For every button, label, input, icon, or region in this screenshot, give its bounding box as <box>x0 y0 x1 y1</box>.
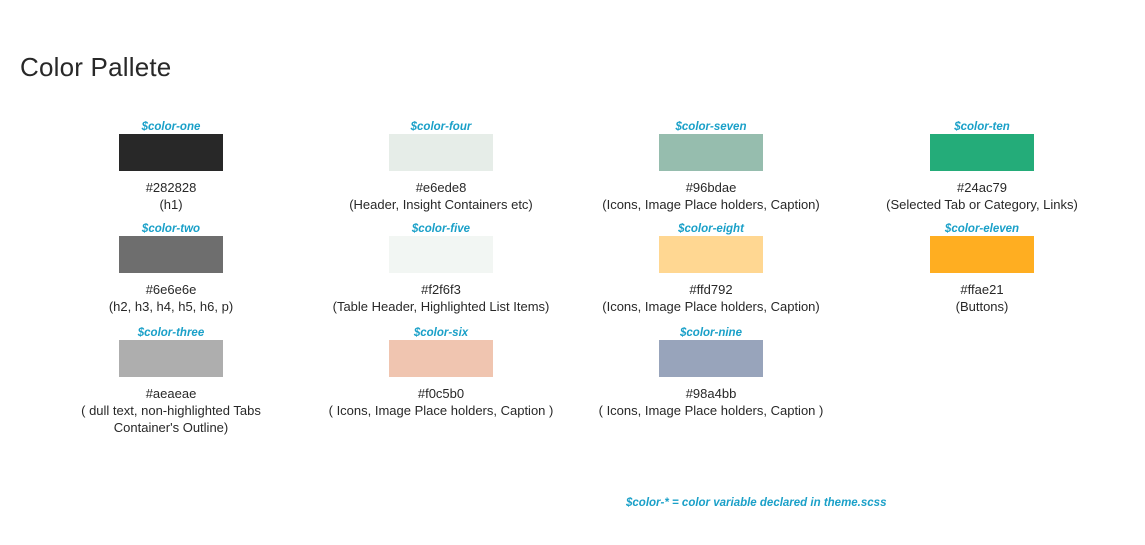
color-swatch <box>930 236 1034 273</box>
color-card-eleven: $color-eleven #ffae21 (Buttons) <box>867 222 1097 315</box>
color-usage: (Table Header, Highlighted List Items) <box>332 299 550 314</box>
color-hex: #ffd792 <box>689 282 733 297</box>
color-usage: (Icons, Image Place holders, Caption) <box>602 299 820 314</box>
color-usage: ( Icons, Image Place holders, Caption ) <box>328 403 554 418</box>
color-swatch <box>119 340 223 377</box>
color-variable-name: $color-five <box>411 223 471 235</box>
color-card-ten: $color-ten #24ac79 (Selected Tab or Cate… <box>867 120 1097 213</box>
color-swatch <box>389 236 493 273</box>
color-hex: #6e6e6e <box>145 282 197 297</box>
color-card-five: $color-five #f2f6f3 (Table Header, Highl… <box>326 222 556 315</box>
color-usage: (Selected Tab or Category, Links) <box>886 197 1078 212</box>
color-card-one: $color-one #282828 (h1) <box>56 120 286 213</box>
color-variable-name: $color-seven <box>675 121 747 133</box>
color-usage: ( dull text, non-highlighted Tabs Contai… <box>81 403 261 435</box>
color-hex: #98a4bb <box>685 386 737 401</box>
color-card-nine: $color-nine #98a4bb ( Icons, Image Place… <box>596 326 826 419</box>
color-usage: (Icons, Image Place holders, Caption) <box>602 197 820 212</box>
color-swatch <box>659 340 763 377</box>
color-hex: #24ac79 <box>957 180 1007 195</box>
color-variable-name: $color-ten <box>954 121 1010 133</box>
color-card-four: $color-four #e6ede8 (Header, Insight Con… <box>326 120 556 213</box>
color-hex: #e6ede8 <box>415 180 467 195</box>
color-swatch <box>659 134 763 171</box>
color-variable-name: $color-three <box>137 327 205 339</box>
color-variable-name: $color-four <box>410 121 472 133</box>
color-hex: #f2f6f3 <box>421 282 461 297</box>
color-hex: #f0c5b0 <box>417 386 465 401</box>
color-usage: (h1) <box>159 197 183 212</box>
color-variable-name: $color-nine <box>680 327 742 339</box>
color-card-two: $color-two #6e6e6e (h2, h3, h4, h5, h6, … <box>56 222 286 315</box>
color-swatch <box>930 134 1034 171</box>
color-usage: ( Icons, Image Place holders, Caption ) <box>598 403 824 418</box>
color-variable-name: $color-eight <box>678 223 744 235</box>
color-variable-name: $color-one <box>141 121 201 133</box>
color-swatch <box>389 340 493 377</box>
footnote: $color-* = color variable declared in th… <box>626 497 887 509</box>
color-card-three: $color-three #aeaeae ( dull text, non-hi… <box>56 326 286 436</box>
color-hex: #ffae21 <box>960 282 1004 297</box>
page-title: Color Pallete <box>20 52 172 82</box>
color-usage: (Header, Insight Containers etc) <box>349 197 533 212</box>
color-swatch <box>119 236 223 273</box>
color-card-seven: $color-seven #96bdae (Icons, Image Place… <box>596 120 826 213</box>
color-card-six: $color-six #f0c5b0 ( Icons, Image Place … <box>326 326 556 419</box>
color-swatch <box>389 134 493 171</box>
color-variable-name: $color-eleven <box>944 223 1020 235</box>
color-swatch <box>119 134 223 171</box>
color-variable-name: $color-two <box>141 223 201 235</box>
color-swatch <box>659 236 763 273</box>
color-card-eight: $color-eight #ffd792 (Icons, Image Place… <box>596 222 826 315</box>
color-usage: (Buttons) <box>955 299 1009 314</box>
color-variable-name: $color-six <box>413 327 469 339</box>
color-hex: #aeaeae <box>145 386 197 401</box>
color-usage: (h2, h3, h4, h5, h6, p) <box>108 299 234 314</box>
color-hex: #96bdae <box>685 180 737 195</box>
color-hex: #282828 <box>145 180 197 195</box>
